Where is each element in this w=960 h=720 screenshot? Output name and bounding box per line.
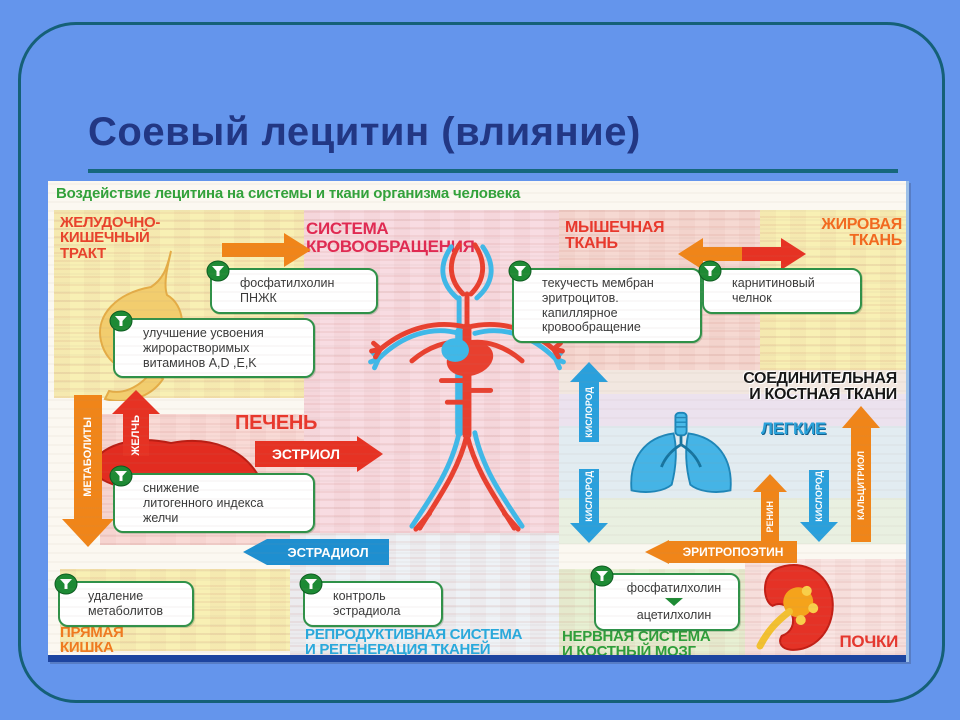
metabolites-arrow: МЕТАБОЛИТЫ <box>62 395 114 547</box>
metabolites-arrow-label: МЕТАБОЛИТЫ <box>82 417 94 497</box>
slide-title: Соевый лецитин (влияние) <box>88 110 641 154</box>
carnitine-box: карнитиновый челнок <box>702 268 862 314</box>
connective-label: СОЕДИНИТЕЛЬНАЯ И КОСТНАЯ ТКАНИ <box>743 370 897 404</box>
check-badge-icon <box>508 260 532 282</box>
title-underline <box>88 169 898 173</box>
kidneys-label: ПОЧКИ <box>839 632 899 651</box>
erythropoietin-arrow-label: ЭРИТРОПОЭТИН <box>669 541 797 563</box>
muscle-fat-double-arrow <box>678 238 806 270</box>
oxygen-down-left-arrow: КИСЛОРОД <box>570 469 608 543</box>
bile-index-box: снижение литогенного индекса желчи <box>113 473 315 534</box>
slide-frame <box>18 22 945 703</box>
calcitriol-arrow: КАЛЬЦИТРИОЛ <box>842 406 880 542</box>
green-down-arrow-icon <box>665 597 683 606</box>
infographic-panel: Воздействие лецитина на системы и ткани … <box>48 181 909 662</box>
oxygen-up-arrow-label: КИСЛОРОД <box>584 386 594 438</box>
estriol-arrow-label: ЭСТРИОЛ <box>255 441 357 467</box>
check-badge-icon <box>590 565 614 587</box>
gi-to-circulation-arrow <box>222 233 311 267</box>
check-badge-icon <box>206 260 230 282</box>
gi-tract-label: ЖЕЛУДОЧНО- КИШЕЧНЫЙ ТРАКТ <box>60 214 161 262</box>
check-badge-icon <box>109 310 133 332</box>
estradiol-arrow-label: ЭСТРАДИОЛ <box>267 539 389 565</box>
bile-arrow: ЖЕЛЧЬ <box>112 390 160 456</box>
panel-bottom-border <box>48 655 906 662</box>
rectum-label: ПРЯМАЯ КИШКА <box>60 624 124 657</box>
oxygen-down-right-arrow: КИСЛОРОД <box>800 470 838 542</box>
acetylcholine-text: ацетилхолин <box>636 607 712 622</box>
estradiol-control-box: контроль эстрадиола <box>303 581 443 627</box>
oxygen-up-arrow: КИСЛОРОД <box>570 362 608 442</box>
lungs-label: ЛЕГКИЕ <box>761 419 827 438</box>
renin-arrow-label: РЕНИН <box>765 501 775 533</box>
bile-arrow-label: ЖЕЛЧЬ <box>130 414 142 456</box>
erythropoietin-arrow: ЭРИТРОПОЭТИН <box>645 540 797 564</box>
check-badge-icon <box>109 465 133 487</box>
muscle-label: МЫШЕЧНАЯ ТКАНЬ <box>565 219 665 253</box>
metabolite-removal-box: удаление метаболитов <box>58 581 194 627</box>
lungs-icon <box>615 411 747 495</box>
phosphatidylcholine-pufa-box: фосфатилхолин ПНЖК <box>210 268 378 314</box>
check-badge-icon <box>299 573 323 595</box>
check-badge-icon <box>698 260 722 282</box>
oxygen-down-right-arrow-label: КИСЛОРОД <box>814 470 824 522</box>
estriol-arrow: ЭСТРИОЛ <box>255 436 383 472</box>
kidney-icon <box>737 554 849 661</box>
right-texture-block <box>559 370 906 544</box>
renin-arrow: РЕНИН <box>753 474 787 542</box>
check-badge-icon <box>54 573 78 595</box>
phosphatidylcholine-text: фосфатилхолин <box>626 581 722 595</box>
estradiol-arrow: ЭСТРАДИОЛ <box>243 539 389 565</box>
circulation-label: СИСТЕМА КРОВООБРАЩЕНИЯ <box>306 219 475 256</box>
fat-label: ЖИРОВАЯ ТКАНЬ <box>821 216 902 250</box>
calcitriol-arrow-label: КАЛЬЦИТРИОЛ <box>856 450 866 520</box>
circulatory-figure <box>368 233 566 538</box>
vitamins-box: улучшение усвоения жирорастворимых витам… <box>113 318 315 379</box>
infographic-header: Воздействие лецитина на системы и ткани … <box>56 185 521 202</box>
reproductive-label: РЕПРОДУКТИВНАЯ СИСТЕМА И РЕГЕНЕРАЦИЯ ТКА… <box>305 626 523 659</box>
liver-label: ПЕЧЕНЬ <box>235 412 318 434</box>
oxygen-down-left-arrow-label: КИСЛОРОД <box>584 470 594 522</box>
membranes-box: текучесть мембран эритроцитов. капиллярн… <box>512 268 702 343</box>
neuro-box: фосфатилхолин ацетилхолин <box>594 573 740 631</box>
